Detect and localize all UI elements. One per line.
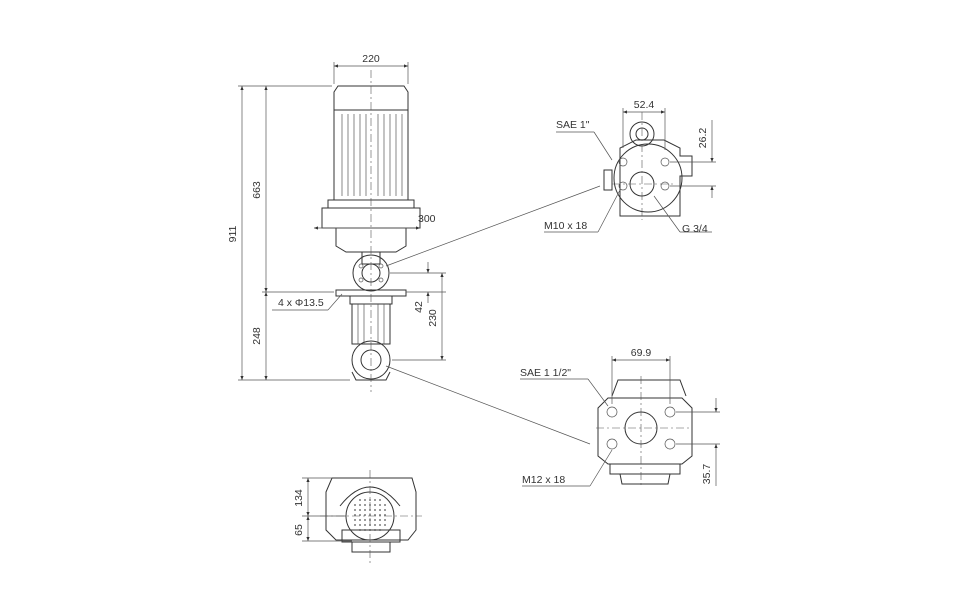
- detail2-width: 69.9: [631, 347, 652, 359]
- detail2-bolt-label: M12 x 18: [522, 474, 565, 486]
- dim-offset-230: 230: [427, 309, 439, 327]
- strainer-dot: [374, 504, 376, 506]
- dim-flange-width: 300: [418, 213, 436, 225]
- detail2-port-label: SAE 1 1/2": [520, 367, 571, 379]
- strainer-dot: [354, 519, 356, 521]
- strainer-dot: [374, 509, 376, 511]
- dim-offset-42: 42: [413, 301, 425, 313]
- detail1-width: 52.4: [634, 99, 655, 111]
- strainer-dot: [379, 519, 381, 521]
- strainer-dot: [354, 504, 356, 506]
- strainer-dot: [384, 514, 386, 516]
- detail1-port-label: SAE 1": [556, 119, 590, 131]
- dim-motor-width: 220: [362, 53, 380, 65]
- dim-top-width: 134: [293, 489, 305, 507]
- strainer-dot: [359, 509, 361, 511]
- strainer-dot: [384, 509, 386, 511]
- dim-lower-height: 248: [251, 327, 263, 345]
- dim-mount-holes: 4 x Φ13.5: [278, 297, 324, 309]
- dim-total-height: 911: [227, 225, 239, 242]
- strainer-dot: [364, 509, 366, 511]
- detail2-height: 35.7: [701, 464, 713, 485]
- strainer-dot: [359, 504, 361, 506]
- outlet-port-detail: 52.4 26.2 SAE 1" M10 x 18 G 3/4: [544, 99, 716, 235]
- strainer-dot: [374, 499, 376, 501]
- strainer-dot: [359, 524, 361, 526]
- strainer-dot: [379, 509, 381, 511]
- strainer-dot: [374, 524, 376, 526]
- strainer-dot: [374, 519, 376, 521]
- detail1-thread-label: G 3/4: [682, 223, 708, 235]
- detail1-height: 26.2: [697, 128, 709, 149]
- pump-top-view: 134 65: [293, 470, 422, 566]
- strainer-dot: [354, 514, 356, 516]
- pump-side-view: 220 911 663 248 300 4 x Φ13.5 42 230: [227, 53, 446, 392]
- strainer-dot: [379, 514, 381, 516]
- dim-top-offset: 65: [293, 524, 305, 536]
- inlet-port-detail: 69.9 35.7 SAE 1 1/2" M12 x 18: [520, 347, 720, 488]
- strainer-dot: [359, 514, 361, 516]
- strainer-dot: [359, 519, 361, 521]
- strainer-dot: [364, 514, 366, 516]
- strainer-dot: [379, 504, 381, 506]
- strainer-dot: [374, 514, 376, 516]
- strainer-dot: [364, 519, 366, 521]
- strainer-dot: [364, 524, 366, 526]
- strainer-dot: [379, 499, 381, 501]
- strainer-dot: [384, 524, 386, 526]
- strainer-dot: [384, 519, 386, 521]
- strainer-dot: [379, 524, 381, 526]
- strainer-dot: [384, 504, 386, 506]
- detail1-bolt-label: M10 x 18: [544, 220, 587, 232]
- strainer-dot: [354, 509, 356, 511]
- dim-upper-height: 663: [251, 181, 263, 199]
- strainer-dot: [354, 524, 356, 526]
- strainer-dot: [364, 504, 366, 506]
- strainer-dot: [364, 499, 366, 501]
- strainer-dot: [359, 499, 361, 501]
- strainer-dot: [369, 499, 371, 501]
